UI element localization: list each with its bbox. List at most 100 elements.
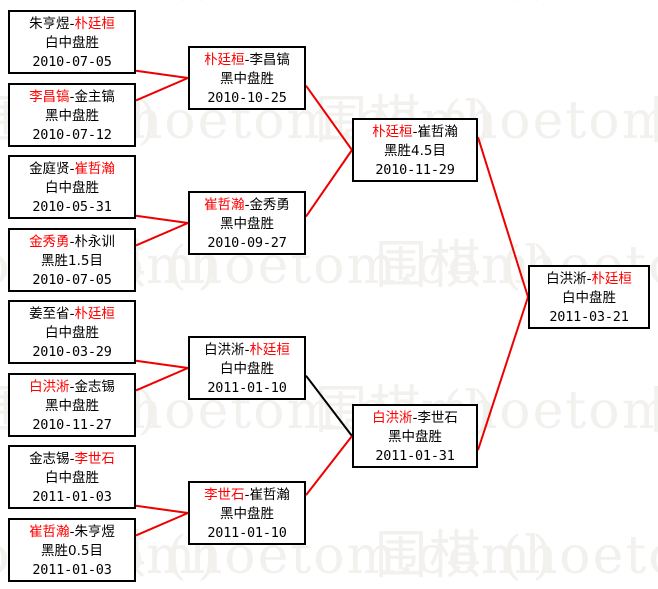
match-date: 2010-07-12 <box>32 126 112 143</box>
connector-line <box>305 149 353 218</box>
player-right: 崔哲瀚 <box>74 161 115 177</box>
connector-line <box>477 296 529 451</box>
watermark-tile: 围棋 (hoetom.com) <box>375 0 658 2</box>
match-box[interactable]: 朱亨煜-朴廷桓白中盘胜 2010-07-05 <box>8 10 136 74</box>
connector-line <box>305 435 353 496</box>
connector-line <box>477 136 529 298</box>
player-left: 李昌镐 <box>29 88 70 105</box>
player-separator: - <box>244 487 250 503</box>
watermark-tile: 围棋 (hoetom.com) <box>40 0 554 2</box>
match-box[interactable]: 李昌镐-金主镐黑中盘胜 2010-07-12 <box>8 82 136 147</box>
player-separator: - <box>69 16 75 32</box>
player-right: 李世石 <box>74 451 115 467</box>
match-date: 2010-11-29 <box>375 162 455 178</box>
player-right: 朱亨煜 <box>74 523 115 540</box>
match-box[interactable]: 金志锡-李世石白中盘胜 2011-01-03 <box>8 445 136 509</box>
match-players: 朴廷桓-崔哲瀚 <box>354 123 476 142</box>
player-right: 金志锡 <box>74 378 115 395</box>
match-result: 黑中盘胜 <box>45 107 99 124</box>
match-date: 2011-03-21 <box>549 309 629 325</box>
match-players: 白洪淅-李世石 <box>354 409 476 428</box>
match-players: 白洪淅-朴廷桓 <box>190 341 304 360</box>
watermark-tile: 围棋 (hoetom.com) <box>0 0 219 2</box>
player-right: 金秀勇 <box>249 197 290 213</box>
player-separator: - <box>244 197 250 213</box>
match-date: 2011-01-10 <box>207 380 287 396</box>
match-result: 白中盘胜 <box>45 180 99 196</box>
player-separator: - <box>69 306 75 322</box>
player-left: 姜至省 <box>29 306 70 322</box>
match-date: 2011-01-10 <box>207 525 287 541</box>
match-date: 2010-11-27 <box>32 416 112 433</box>
player-left: 金志锡 <box>29 451 70 467</box>
match-date: 2010-05-31 <box>32 199 112 215</box>
player-left: 崔哲瀚 <box>29 523 70 540</box>
match-result: 白中盘胜 <box>562 290 616 306</box>
player-right: 崔哲瀚 <box>249 487 290 503</box>
match-result: 白中盘胜 <box>45 470 99 486</box>
match-date: 2011-01-03 <box>32 489 112 505</box>
player-left: 白洪淅 <box>546 271 587 287</box>
match-box[interactable]: 白洪淅-金志锡黑中盘胜 2010-11-27 <box>8 372 136 437</box>
match-players: 李世石-崔哲瀚 <box>190 486 304 505</box>
match-date: 2010-07-05 <box>32 54 112 70</box>
match-players: 崔哲瀚-朱亨煜 <box>10 523 134 542</box>
match-date: 2010-10-25 <box>207 90 287 106</box>
match-date: 2011-01-03 <box>32 561 112 578</box>
player-left: 朱亨煜 <box>29 16 70 32</box>
player-right: 朴永训 <box>74 233 115 250</box>
connector-line <box>135 367 189 392</box>
match-players: 崔哲瀚-金秀勇 <box>190 196 304 215</box>
player-separator: - <box>244 342 250 358</box>
player-left: 金庭贤 <box>29 161 70 177</box>
match-date: 2010-07-05 <box>32 271 112 288</box>
match-date: 2010-03-29 <box>32 344 112 360</box>
match-box[interactable]: 金秀勇-朴永训黑胜1.5目 2010-07-05 <box>8 227 136 292</box>
player-separator: - <box>69 451 75 467</box>
player-left: 白洪淅 <box>204 342 245 358</box>
match-box[interactable]: 金庭贤-崔哲瀚白中盘胜 2010-05-31 <box>8 155 136 219</box>
player-right: 李昌镐 <box>249 52 290 68</box>
player-left: 白洪淅 <box>372 410 413 426</box>
watermark-tile: 围棋 (hoetom.com) <box>650 95 658 147</box>
connector-line-black <box>305 375 353 437</box>
match-result: 黑胜1.5目 <box>41 252 103 269</box>
match-players: 金庭贤-崔哲瀚 <box>10 160 134 179</box>
match-result: 黑胜4.5目 <box>384 143 446 159</box>
connector-line <box>135 359 189 369</box>
player-separator: - <box>412 410 418 426</box>
player-separator: - <box>69 523 75 540</box>
match-result: 白中盘胜 <box>45 35 99 51</box>
match-box[interactable]: 朴廷桓-崔哲瀚黑胜4.5目 2010-11-29 <box>352 118 478 182</box>
match-players: 李昌镐-金主镐 <box>10 88 134 107</box>
player-right: 崔哲瀚 <box>417 124 458 140</box>
player-right: 金主镐 <box>74 88 115 105</box>
match-result: 白中盘胜 <box>220 361 274 377</box>
player-right: 朴廷桓 <box>591 271 632 287</box>
connector-line <box>135 504 189 514</box>
match-result: 黑中盘胜 <box>220 71 274 87</box>
watermark-tile: 围棋 (hoetom.com) <box>375 526 658 586</box>
match-players: 金秀勇-朴永训 <box>10 233 134 252</box>
player-right: 朴廷桓 <box>74 16 115 32</box>
player-left: 白洪淅 <box>29 378 70 395</box>
player-separator: - <box>69 378 75 395</box>
match-date: 2011-01-31 <box>375 448 455 464</box>
connector-line <box>135 512 189 537</box>
match-result: 黑中盘胜 <box>45 397 99 414</box>
match-result: 白中盘胜 <box>45 325 99 341</box>
connector-line <box>135 77 189 102</box>
connector-line <box>135 222 189 247</box>
player-left: 朴廷桓 <box>372 124 413 140</box>
connector-line <box>135 214 189 224</box>
player-separator: - <box>69 233 75 250</box>
player-right: 朴廷桓 <box>249 342 290 358</box>
